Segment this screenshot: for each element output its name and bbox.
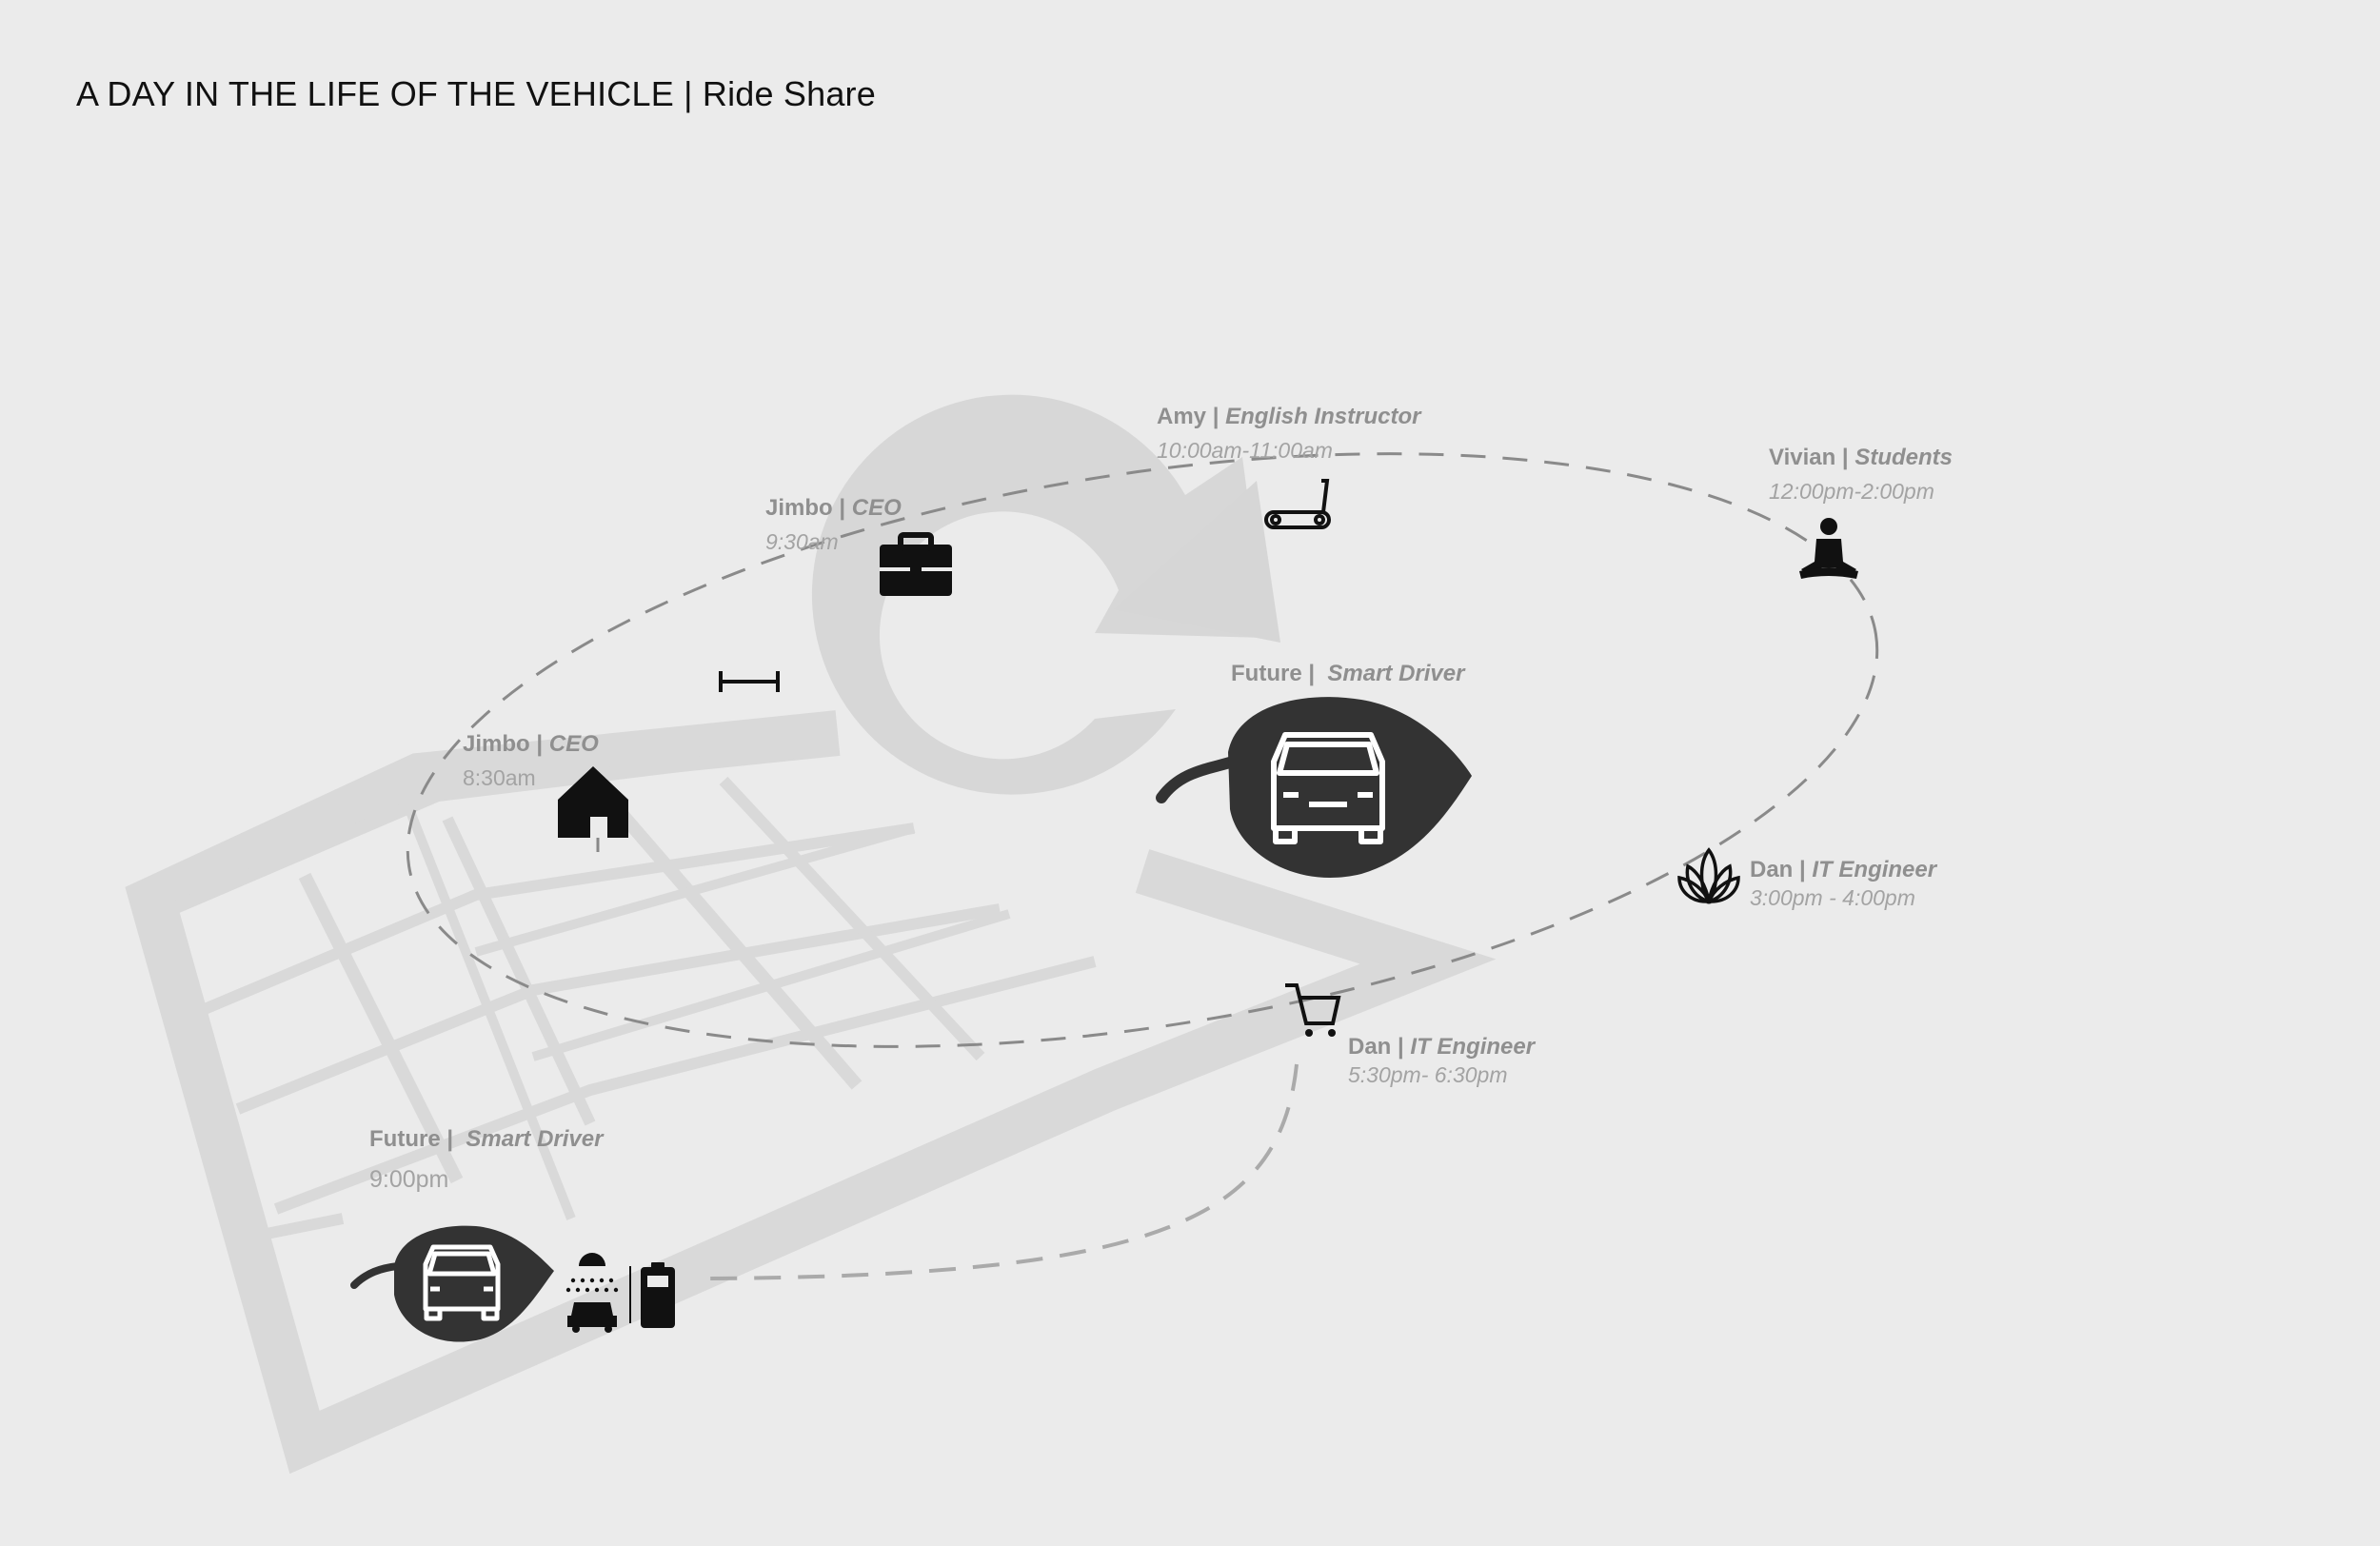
future-center-label: Future | Smart Driver: [1231, 661, 1465, 686]
stop-name: Dan: [1348, 1034, 1392, 1060]
stop-name: Jimbo: [765, 495, 833, 521]
briefcase-icon: [880, 532, 952, 596]
future-name: Future: [1231, 661, 1302, 686]
stop-time: 5:30pm- 6:30pm: [1348, 1062, 1508, 1087]
stop-label-jimbo-home: Jimbo | CEO 8:30am: [463, 731, 599, 790]
stop-label-amy: Amy | English Instructor 10:00am-11:00am: [1157, 404, 1421, 463]
stop-time: 8:30am: [463, 765, 536, 790]
route-path: [406, 452, 1879, 1048]
stop-time: 10:00am-11:00am: [1157, 438, 1333, 463]
stop-label-jimbo-work: Jimbo | CEO 9:30am: [765, 495, 902, 554]
lotus-icon: [1677, 847, 1740, 905]
stop-role: Students: [1854, 445, 1953, 470]
future-time: 9:00pm: [369, 1166, 449, 1193]
meditation-icon: [1799, 518, 1858, 579]
future-role: Smart Driver: [466, 1126, 604, 1152]
stop-name: Dan: [1750, 857, 1794, 882]
stop-label-dan-1: Dan | IT Engineer 3:00pm - 4:00pm: [1750, 857, 1937, 910]
stop-role: IT Engineer: [1812, 857, 1937, 882]
future-end-label: Future | Smart Driver 9:00pm: [369, 1126, 604, 1193]
stop-time: 9:30am: [765, 529, 839, 554]
page-title: A DAY IN THE LIFE OF THE VEHICLE | Ride …: [76, 74, 876, 113]
stop-role: CEO: [851, 495, 902, 521]
battery-icon: [641, 1262, 675, 1328]
stop-role: CEO: [548, 731, 599, 757]
stop-name: Jimbo: [463, 731, 530, 757]
city-grid-map: [125, 710, 1497, 1475]
dumbbell-icon: [719, 671, 780, 692]
treadmill-icon: [1264, 479, 1331, 529]
future-role: Smart Driver: [1327, 661, 1465, 686]
leaf-car-icon: [1156, 697, 1472, 878]
stop-name: Amy: [1157, 404, 1207, 429]
home-icon: [558, 766, 628, 838]
stop-label-dan-2: Dan | IT Engineer 5:30pm- 6:30pm: [1348, 1034, 1536, 1087]
stop-role: IT Engineer: [1410, 1034, 1536, 1060]
future-name: Future: [369, 1126, 441, 1152]
stop-time: 3:00pm - 4:00pm: [1750, 885, 1915, 910]
stop-role: English Instructor: [1225, 404, 1421, 429]
stop-label-vivian: Vivian | Students 12:00pm-2:00pm: [1769, 445, 1953, 504]
cycle-arrow: [811, 394, 1280, 795]
stop-time: 12:00pm-2:00pm: [1769, 479, 1934, 504]
leaf-car-icon-end: [350, 1225, 554, 1342]
route-path-end: [708, 1063, 1299, 1280]
shopping-cart-icon: [1285, 983, 1341, 1037]
car-wash-icon: [565, 1253, 619, 1333]
stop-name: Vivian: [1769, 445, 1836, 470]
